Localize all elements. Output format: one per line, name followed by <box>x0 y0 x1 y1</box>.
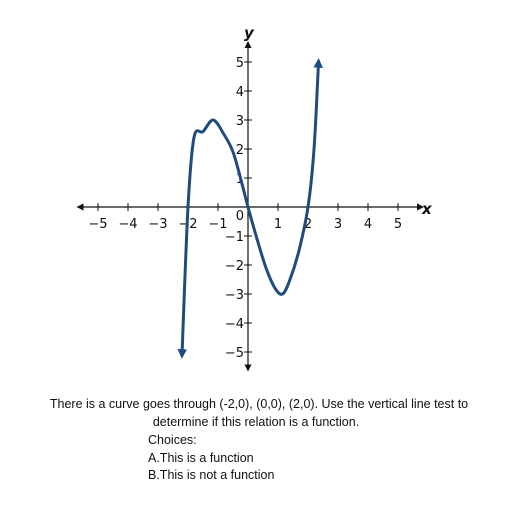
y-tick-label: 2 <box>236 143 244 158</box>
y-tick-label: −2 <box>225 259 244 274</box>
x-tick-label: 4 <box>364 217 372 232</box>
question-line-1: There is a curve goes through (-2,0), (0… <box>49 397 469 411</box>
x-tick-label: −4 <box>118 217 137 232</box>
x-tick-label: 3 <box>334 217 342 232</box>
y-tick-label: 3 <box>236 114 244 129</box>
y-tick-label: −5 <box>225 346 244 361</box>
choice-b[interactable]: B.This is not a function <box>148 468 275 482</box>
x-tick-label: −3 <box>148 217 167 232</box>
curve-layer <box>177 58 324 359</box>
y-tick-label: −1 <box>225 230 244 245</box>
x-tick-label: 5 <box>394 217 402 232</box>
question-line-2: determine if this relation is a function… <box>152 414 360 429</box>
y-tick-label: −3 <box>225 288 244 303</box>
choices-list: Choices: A.This is a function B.This is … <box>148 432 488 485</box>
question-text: There is a curve goes through (-2,0), (0… <box>0 396 512 431</box>
axes <box>76 40 425 372</box>
y-axis-label: y <box>244 24 255 42</box>
y-tick-label: −4 <box>225 317 244 332</box>
choice-a[interactable]: A.This is a function <box>148 450 254 465</box>
function-curve <box>177 58 324 359</box>
x-tick-label: 0 <box>236 209 244 224</box>
y-tick-label: 5 <box>236 56 244 71</box>
choices-heading: Choices: <box>148 433 197 447</box>
y-tick-label: 4 <box>236 85 244 100</box>
x-tick-label: 1 <box>274 217 282 232</box>
x-tick-label: −5 <box>88 217 107 232</box>
x-axis-label: x <box>421 200 433 218</box>
